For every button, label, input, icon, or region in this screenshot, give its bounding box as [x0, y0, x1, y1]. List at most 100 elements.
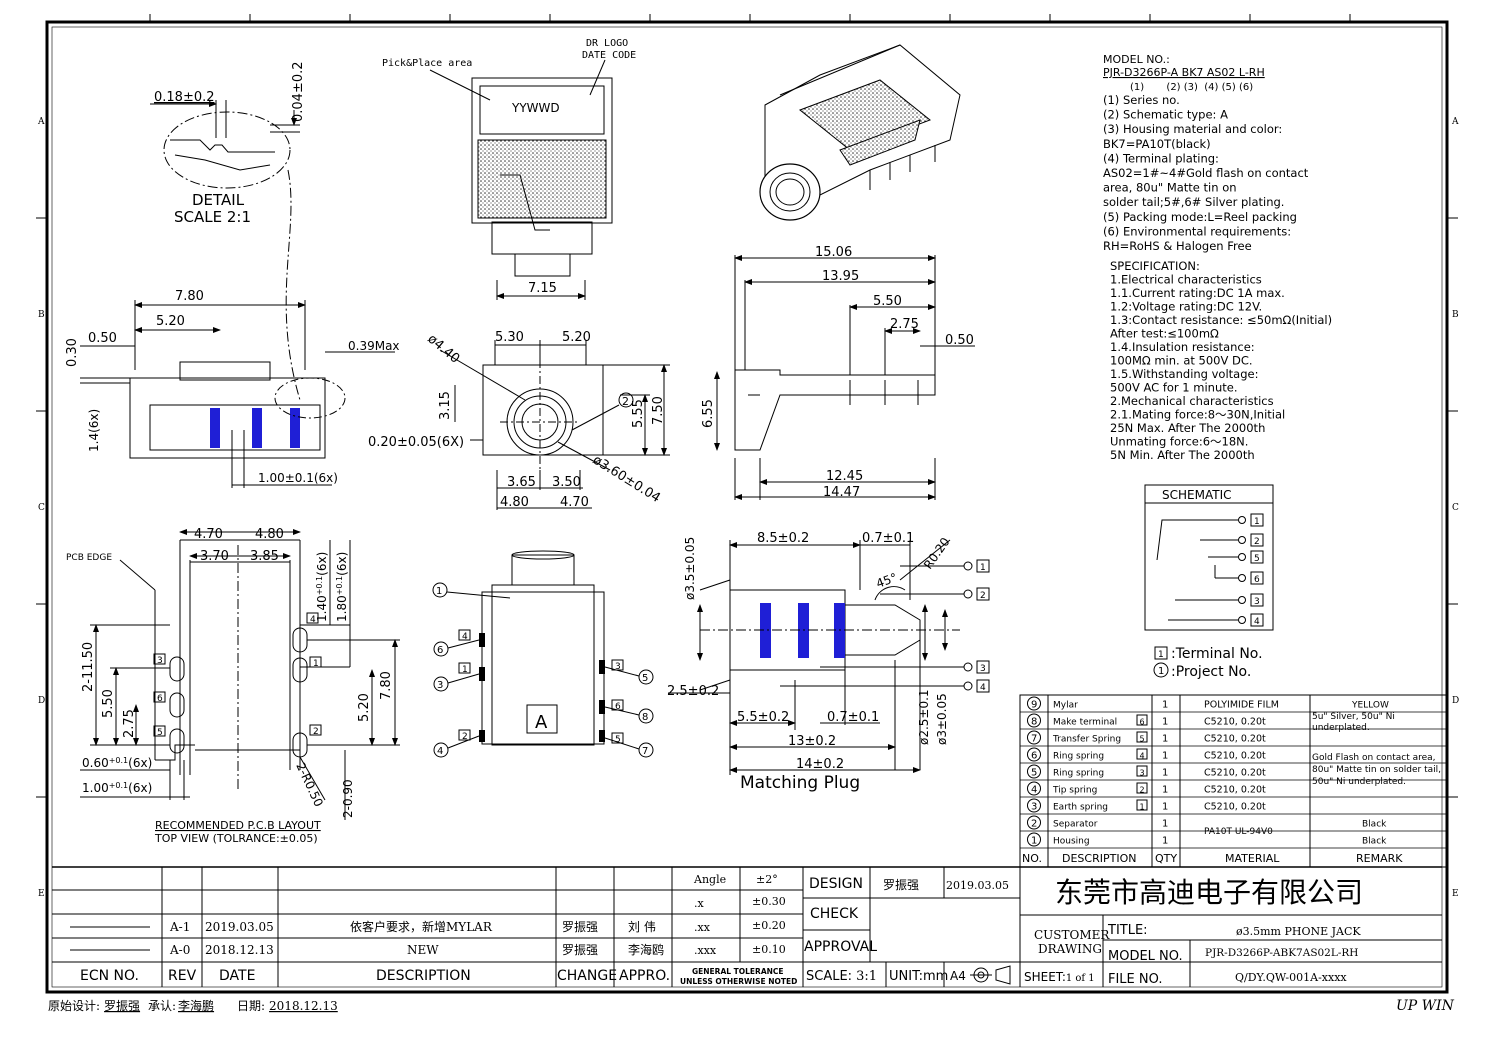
paper-size: A4 — [950, 969, 966, 983]
bom-item-remark: YELLOW — [1351, 701, 1389, 711]
model-line: (5) Packing mode:L=Reel packing — [1103, 210, 1297, 224]
plug-band — [760, 603, 771, 658]
bom-hdr-desc: DESCRIPTION — [1062, 852, 1136, 865]
spec-line: 1.Electrical characteristics — [1110, 273, 1262, 287]
bom-terminal-box — [1136, 748, 1148, 760]
zone-right-b: B — [1452, 310, 1459, 320]
iso-3d-view — [759, 44, 961, 221]
plug-term-4: 4 — [980, 683, 986, 693]
callout-5: 5 — [642, 673, 648, 684]
bom-item-circle — [1027, 832, 1041, 847]
schematic-type-letter: A — [535, 712, 548, 733]
pcb-radius: 2-R0.50 — [293, 760, 326, 809]
pcb-layout: 4.70 4.80 3.70 3.85 PCB EDGE 1.40+0.1(6x… — [66, 527, 400, 845]
model-block: MODEL NO.: PJR-D3266P-A BK7 AS02 L-RH (1… — [1103, 53, 1309, 253]
pcb-h5: 5.20 — [357, 693, 372, 722]
bom-item-no: 7 — [1031, 734, 1037, 745]
bom-item-desc: Tip spring — [1052, 786, 1097, 796]
detail-dim-h: 0.04±0.2 — [291, 61, 306, 122]
zone-ticks — [36, 14, 1458, 798]
bom-item-material: C5210, 0.20t — [1204, 751, 1266, 762]
pcb-pin-3: 3 — [157, 656, 163, 666]
zone-right-d: D — [1452, 696, 1459, 706]
box-1: 1 — [462, 665, 468, 675]
top-width: 7.15 — [528, 281, 557, 296]
customer-label: CUSTOMER — [1034, 928, 1110, 942]
pcb-pin-1: 1 — [313, 659, 319, 669]
hdr-ecn: ECN NO. — [80, 968, 139, 984]
spec-line: 1.5.Withstanding voltage: — [1110, 367, 1258, 381]
right-w3: 5.50 — [873, 294, 902, 309]
pcb-d2: 4.80 — [255, 527, 284, 542]
rev-a1-date: 2019.03.05 — [205, 920, 274, 934]
pcb-pin-6: 6 — [157, 694, 163, 704]
bom-terminal-box — [1136, 714, 1148, 726]
bom-terminal-box — [1136, 799, 1148, 811]
callout-7: 7 — [642, 746, 648, 757]
side-view: 7.80 5.20 0.30 0.50 0.39Max 1.4(6x) 1.00… — [65, 289, 400, 488]
pcb-h3: 2.75 — [122, 709, 137, 738]
bom-terminal-box — [1136, 765, 1148, 777]
gen-tol-1: GENERAL TOLERANCE — [692, 967, 784, 976]
front-h3: 7.50 — [651, 396, 666, 425]
model-line: (2) Schematic type: A — [1103, 108, 1228, 122]
schematic-pin-2: 2 — [1254, 537, 1260, 547]
bom-item-desc: Transfer Spring — [1052, 735, 1121, 745]
zone-left-c: C — [38, 503, 45, 513]
schematic-pin-6: 6 — [1254, 575, 1260, 585]
front-b4: 4.70 — [560, 495, 589, 510]
bom-item-circle — [1027, 696, 1041, 711]
spec-block: SPECIFICATION: 1.Electrical characterist… — [1110, 259, 1332, 462]
bom-item-qty: 1 — [1162, 819, 1168, 830]
model-line: (4) Terminal plating: — [1103, 151, 1219, 165]
callout-1: 1 — [436, 586, 442, 597]
schematic-pin-4: 4 — [1254, 617, 1260, 627]
model-title: MODEL NO.: — [1103, 53, 1170, 66]
spec-line: 100MΩ min. at 500V DC. — [1110, 354, 1253, 368]
plug-d5: 0.7±0.1 — [827, 710, 879, 725]
plug-term-1: 1 — [980, 563, 986, 573]
pcb-v2: 1.80+0.1(6x) — [335, 552, 349, 622]
spec-line: 2.1.Mating force:8～30N,Initial — [1110, 408, 1285, 422]
plug-d6: 13±0.2 — [788, 734, 836, 749]
model-line: AS02=1#~4#Gold flash on contact — [1103, 166, 1309, 180]
model-line: RH=RoHS & Halogen Free — [1103, 239, 1252, 253]
bom-hdr-material: MATERIAL — [1225, 852, 1280, 865]
bom-item-desc: Earth spring — [1053, 803, 1108, 813]
footer-brand: UP WIN — [1396, 998, 1455, 1014]
detail-dim-w: 0.18±0.2 — [154, 90, 215, 105]
zone-right-e: E — [1452, 889, 1459, 899]
rev-a1-change: 罗振强 — [562, 920, 598, 934]
detail-scale: SCALE 2:1 — [174, 208, 251, 226]
bom-hdr-qty: QTY — [1155, 852, 1177, 865]
sheet-field: SHEET:1 of 1 — [1024, 970, 1095, 984]
front-h2: 5.55 — [631, 399, 646, 428]
design-date: 2019.03.05 — [946, 879, 1009, 892]
bom-terminal-no: 5 — [1140, 735, 1145, 744]
bom-item-no: 8 — [1031, 717, 1037, 728]
bom-item-circle — [1027, 747, 1041, 762]
hdr-change: CHANGE — [557, 968, 617, 984]
file-no-label: FILE NO. — [1108, 972, 1162, 987]
front-callout-2: 2 — [622, 395, 629, 408]
rev-a0-appro: 李海鸥 — [628, 942, 664, 957]
bom-terminal-box — [1136, 782, 1148, 794]
bom-terminal-no: 3 — [1140, 769, 1145, 778]
box-4: 4 — [462, 632, 468, 642]
box-5: 5 — [615, 735, 621, 745]
bom-item-material: C5210, 0.20t — [1204, 734, 1266, 745]
schematic-pin-1: 1 — [1254, 517, 1260, 527]
bom-item-circle — [1027, 730, 1041, 745]
bom-item-remark: Black — [1362, 837, 1387, 847]
right-w2: 13.95 — [822, 269, 859, 284]
callout-8: 8 — [642, 712, 648, 723]
bom-hdr-remark: REMARK — [1356, 852, 1403, 865]
pcb-pin-2: 2 — [313, 727, 319, 737]
pick-place-label: Pick&Place area — [382, 58, 472, 69]
plug-d4: 5.5±0.2 — [737, 710, 789, 725]
tol-xxx-k: .xxx — [694, 944, 717, 957]
model-line: (6) Environmental requirements: — [1103, 224, 1291, 238]
bom-item-material: C5210, 0.20t — [1204, 802, 1266, 813]
svg-text:1: 1 — [1158, 666, 1164, 677]
